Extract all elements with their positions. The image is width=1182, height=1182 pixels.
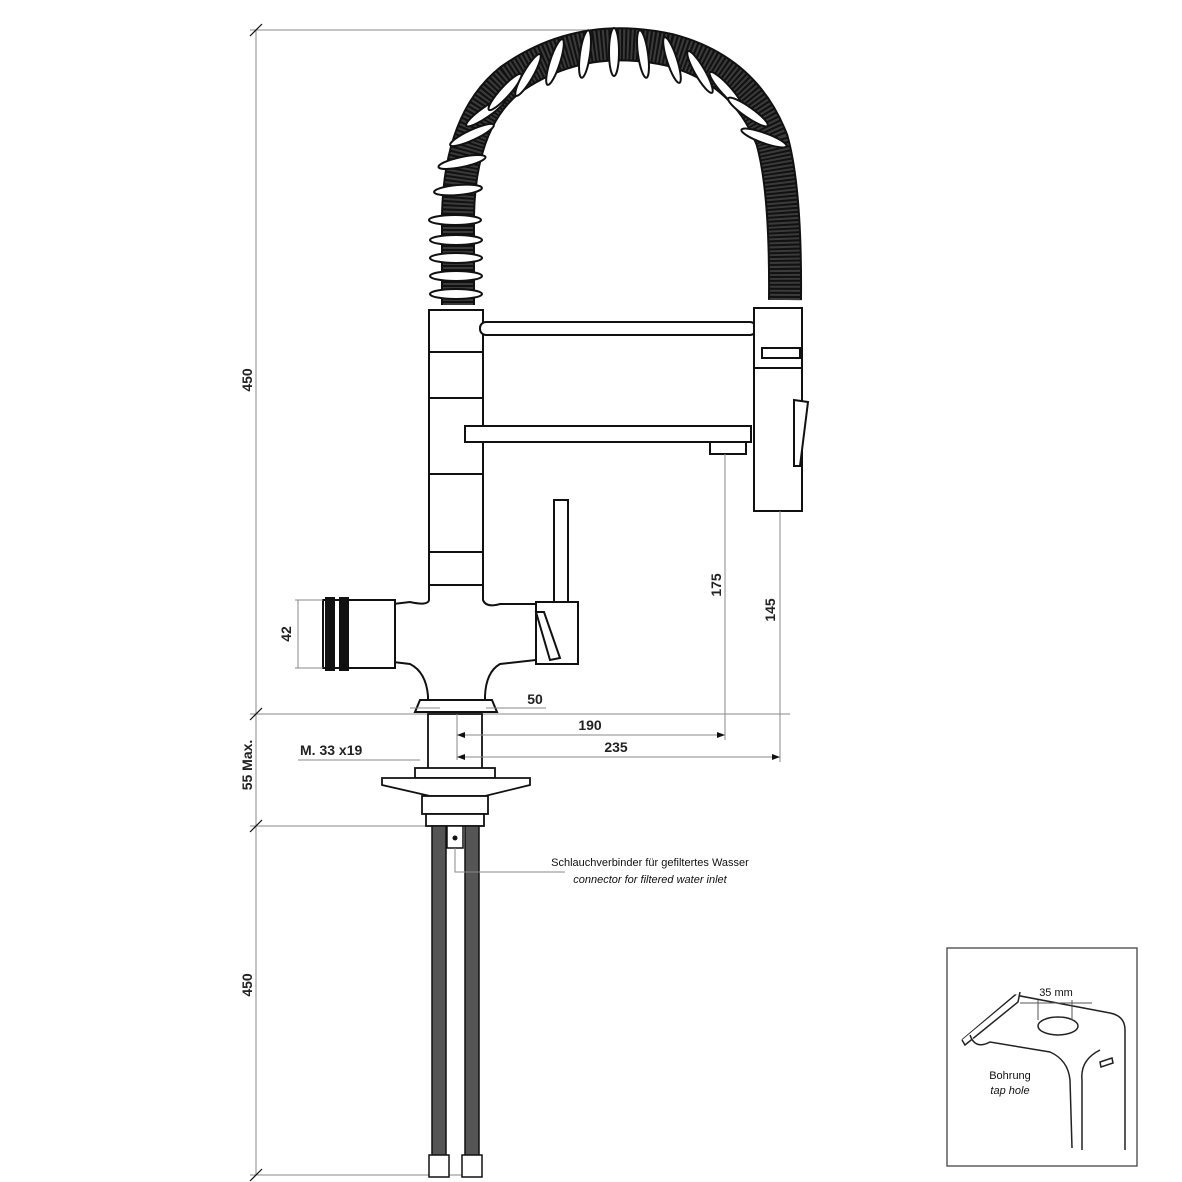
dim-counter-thickness: 55 Max.: [239, 740, 255, 791]
dim-reach-shower: 235: [604, 739, 628, 755]
base-flange: [413, 699, 499, 713]
dim-total-height: 450: [239, 368, 255, 392]
sink-edge-sketch: [961, 991, 1126, 1150]
inset-label-de: Bohrung: [989, 1070, 1031, 1082]
inset-label-en: tap hole: [990, 1085, 1029, 1097]
flexible-hoses: [428, 825, 483, 1178]
dim-hose-length: 450: [239, 973, 255, 997]
spout-arm: [464, 425, 752, 443]
mixer-lever: [553, 499, 569, 603]
main-column: [428, 309, 484, 601]
body-junction: [392, 584, 537, 701]
inset-hole-size: 35 mm: [1039, 987, 1073, 999]
spring-hose: [428, 27, 803, 305]
mounting-shank: [381, 713, 531, 827]
dim-spout-height: 175: [708, 573, 724, 597]
dim-mount-thread: M. 33 x19: [300, 742, 362, 758]
faucet-body: [322, 307, 810, 713]
dim-shower-height: 145: [762, 598, 778, 622]
tap-hole-inset: 35 mm Bohrung tap hole: [946, 947, 1138, 1167]
left-dimension-ticks: [249, 23, 263, 1182]
left-dimension-lines: [250, 29, 790, 1176]
dim-inlet-diameter: 42: [278, 626, 294, 642]
connector-note-en: connector for filtered water inlet: [573, 874, 727, 886]
horizontal-dimension-lines: [295, 454, 781, 762]
spring-coils: [428, 27, 788, 300]
connector-callout: Schlauchverbinder für gefiltertes Wasser…: [454, 848, 749, 886]
spout-outlet: [709, 441, 747, 455]
dim-reach-spout: 190: [578, 717, 602, 733]
connector-note-de: Schlauchverbinder für gefiltertes Wasser: [551, 857, 749, 869]
dim-base-offset: 50: [527, 691, 543, 707]
shower-holder-bar: [479, 321, 757, 336]
tap-hole: [1037, 1016, 1079, 1036]
dimension-arrows: [457, 732, 780, 760]
